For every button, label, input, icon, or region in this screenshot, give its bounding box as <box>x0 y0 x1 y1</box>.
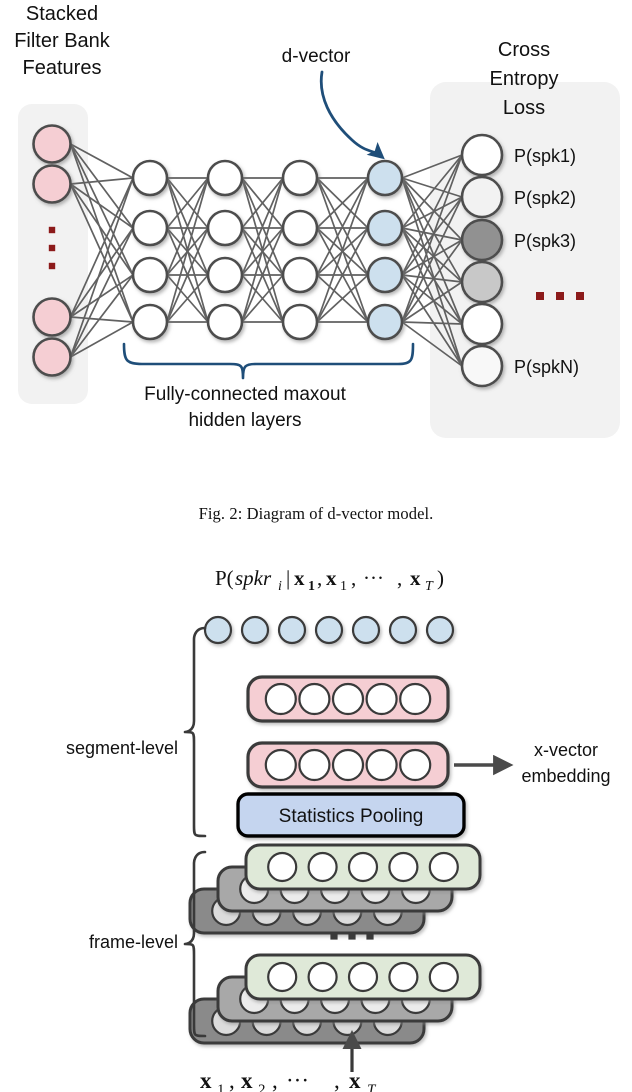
formula-part: ··· <box>286 1068 309 1092</box>
segment-output-circle <box>388 615 418 645</box>
hidden-node <box>131 256 169 294</box>
xvector-embedding-label: x-vector <box>534 740 598 760</box>
input-node <box>32 297 72 337</box>
formula-part: P( <box>215 566 234 590</box>
xvector-embedding-label: embedding <box>521 766 610 786</box>
formula-part: x <box>349 1068 361 1092</box>
input-feature-label: Filter Bank <box>14 30 111 52</box>
formula-part: spkr <box>235 566 272 590</box>
statistics-pooling-label: Statistics Pooling <box>279 806 424 827</box>
output-prob-label: P(spk3) <box>514 231 576 251</box>
figure-caption: Fig. 2: Diagram of d-vector model. <box>198 504 434 523</box>
dvector-node <box>366 256 404 294</box>
level-brace <box>183 626 207 838</box>
hidden-node <box>206 303 244 341</box>
output-prob-label: P(spk1) <box>514 146 576 166</box>
input-node <box>32 164 72 204</box>
frame-level-stack <box>188 953 482 1045</box>
output-node <box>460 302 504 346</box>
segment-pink-row <box>246 675 450 723</box>
output-ellipsis <box>536 292 584 300</box>
formula-part: ) <box>437 566 444 590</box>
frame-layer-box <box>244 953 482 1001</box>
hidden-node <box>206 209 244 247</box>
formula-part: x <box>200 1068 212 1092</box>
input-feature-label: Stacked <box>26 3 98 25</box>
frame-level-label: frame-level <box>89 932 178 952</box>
loss-panel <box>430 82 620 438</box>
hidden-node <box>131 303 169 341</box>
statistics-pooling-box: Statistics Pooling <box>236 792 466 838</box>
hidden-node <box>206 159 244 197</box>
network-nodes <box>32 124 504 388</box>
hidden-layers-brace <box>122 342 415 380</box>
formula-part: , <box>229 1068 235 1092</box>
dvector-label: d-vector <box>282 46 351 67</box>
dvector-node <box>366 303 404 341</box>
hidden-node <box>131 209 169 247</box>
segment-output-circle <box>425 615 455 645</box>
formula-part: ··· <box>363 566 384 590</box>
hidden-layers-label: hidden layers <box>188 410 301 431</box>
segment-pink-row <box>246 741 450 789</box>
formula-part: 1 <box>308 579 315 594</box>
hidden-layers-label: Fully-connected maxout <box>144 384 346 405</box>
loss-label: Cross <box>498 39 550 61</box>
formula-part: x <box>241 1068 253 1092</box>
frame-level-stack <box>188 843 482 935</box>
formula-part: , <box>317 566 322 590</box>
formula-part: T <box>425 579 434 594</box>
level-brace <box>183 850 207 1038</box>
dvector-node <box>366 159 404 197</box>
output-node <box>460 175 504 219</box>
frame-layer-box <box>244 843 482 891</box>
formula-part: , <box>397 566 402 590</box>
segment-output-circle <box>351 615 381 645</box>
loss-label: Entropy <box>490 68 559 90</box>
formula-part: T <box>367 1082 377 1092</box>
output-node <box>460 344 504 388</box>
segment-level-label: segment-level <box>66 738 178 758</box>
output-prob-label: P(spk2) <box>514 188 576 208</box>
input-node <box>32 337 72 377</box>
formula-part: , <box>272 1068 278 1092</box>
formula-part: i <box>278 579 282 594</box>
hidden-node <box>281 303 319 341</box>
output-prob-label: P(spkN) <box>514 357 579 377</box>
formula-part: x <box>326 566 337 590</box>
formula-part: 2 <box>258 1082 266 1092</box>
formula-part: x <box>410 566 421 590</box>
formula-part: 1 <box>340 579 347 594</box>
hidden-node <box>206 256 244 294</box>
hidden-node <box>281 209 319 247</box>
hidden-node <box>131 159 169 197</box>
input-ellipsis <box>48 226 56 270</box>
formula-part: 1 <box>217 1082 225 1092</box>
network-edges <box>69 143 463 367</box>
formula-part: , <box>334 1068 340 1092</box>
frame-stack-ellipsis <box>330 932 374 940</box>
input-feature-label: Features <box>23 57 102 79</box>
segment-output-circle <box>277 615 307 645</box>
input-node <box>32 124 72 164</box>
formula-part: , <box>351 566 356 590</box>
output-node <box>460 133 504 177</box>
formula-part: | <box>286 566 290 590</box>
dvector-arrow <box>319 70 385 160</box>
segment-output-circle <box>240 615 270 645</box>
segment-output-circle <box>314 615 344 645</box>
hidden-node <box>281 159 319 197</box>
output-node <box>460 218 504 262</box>
hidden-node <box>281 256 319 294</box>
segment-output-circle <box>203 615 233 645</box>
formula-part: x <box>294 566 305 590</box>
loss-label: Loss <box>503 97 545 119</box>
dvector-node <box>366 209 404 247</box>
output-node <box>460 260 504 304</box>
segment-output-circles <box>203 615 455 645</box>
